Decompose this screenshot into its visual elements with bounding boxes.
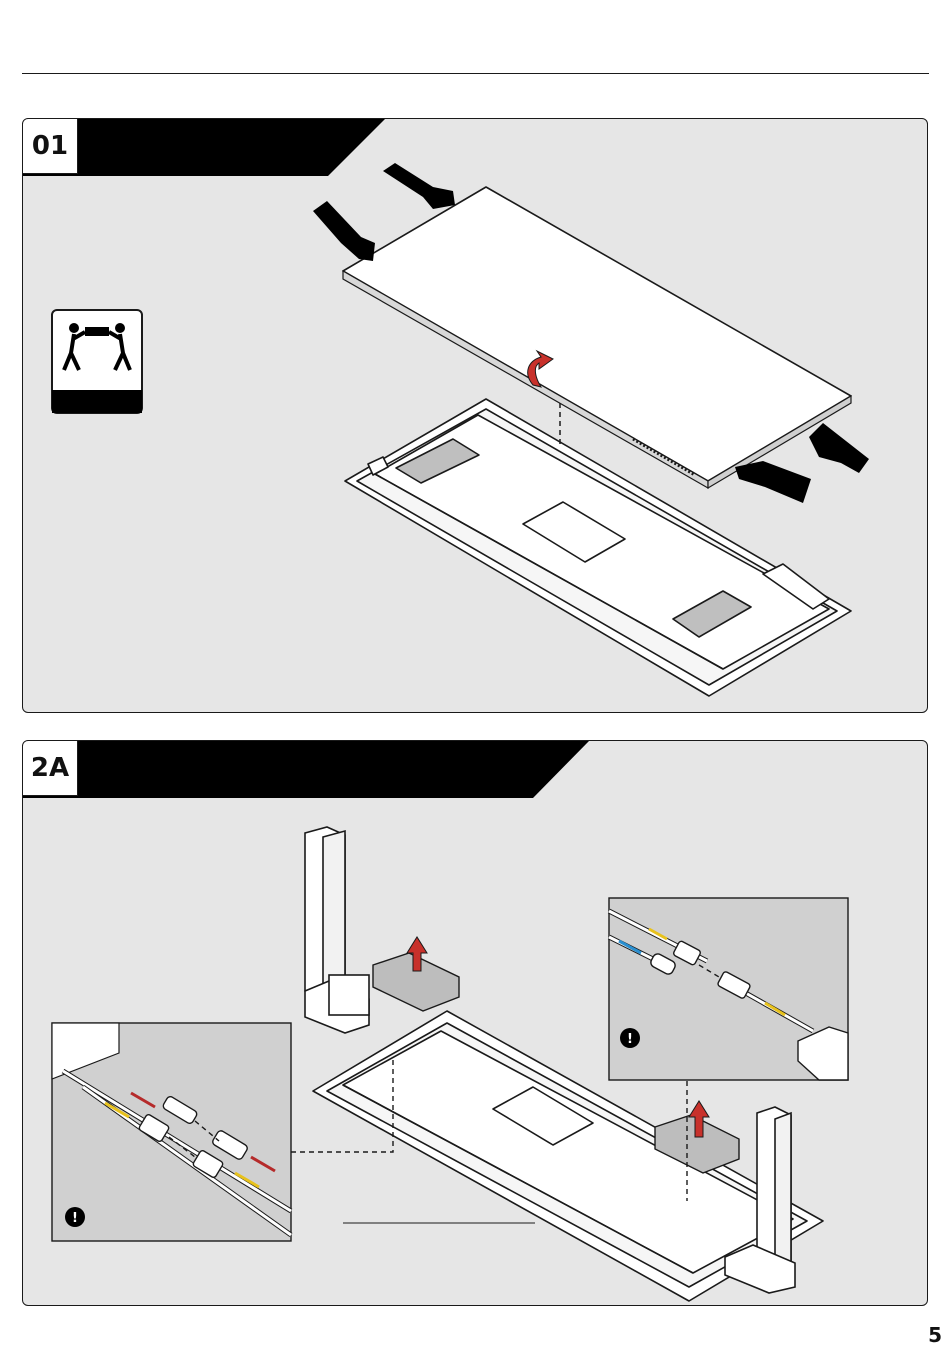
page-number: 5 [928,1323,942,1347]
connector-inset-right: ! [609,898,848,1080]
warning-mark: ! [72,1211,78,1226]
top-rule [22,73,929,74]
step-01-panel: 01 [22,118,928,713]
step-01-illustration [23,119,928,713]
two-person-lift-icon [52,310,142,413]
leg-column-left [305,827,369,1033]
step-2a-illustration: ! ! [23,741,928,1306]
connector-inset-left: ! [52,1023,291,1241]
step-2a-panel: 2A [22,740,928,1306]
warning-mark: ! [627,1032,633,1047]
